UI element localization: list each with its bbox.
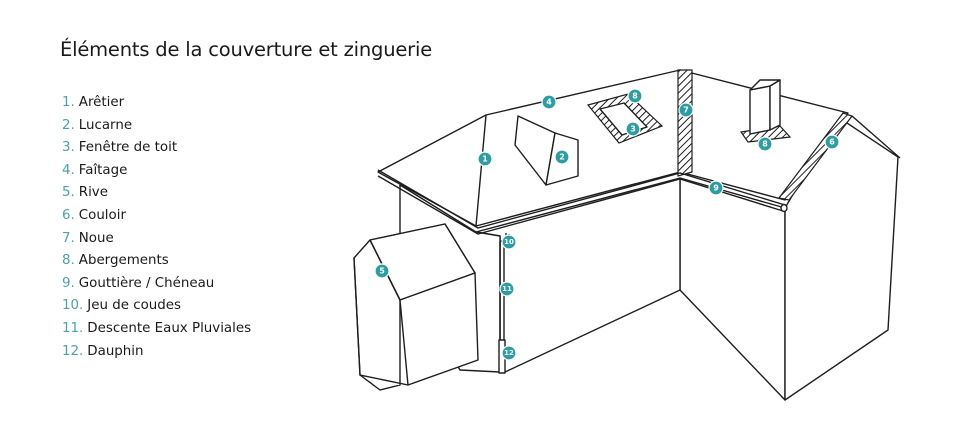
gutter-line [377,169,786,229]
legend-label: Faîtage [78,162,128,178]
badge-2-lucarne: 2 [554,149,570,165]
legend-item-descente: 11.Descente Eaux Pluviales [62,318,251,341]
legend-list: 1.Arêtier 2.Lucarne 3.Fenêtre de toit 4.… [62,92,251,363]
badge-4-faitage: 4 [541,94,557,110]
badge-7-noue: 7 [678,102,694,118]
svg-text:6: 6 [829,138,835,147]
svg-text:10: 10 [504,238,514,246]
legend-item-gouttiere: 9.Gouttière / Chéneau [62,273,251,296]
legend-label: Couloir [78,207,126,223]
diagram-title: Éléments de la couverture et zinguerie [60,38,433,61]
gutter-line-lower [377,175,784,235]
legend-label: Gouttière / Chéneau [78,275,215,291]
legend-item-faitage: 4.Faîtage [62,160,251,183]
legend-label: Dauphin [87,343,144,359]
badge-8-abergement-chimney: 8 [757,136,773,152]
legend-label: Descente Eaux Pluviales [87,320,252,336]
legend-number: 11. [62,320,84,336]
svg-text:12: 12 [504,349,514,357]
badge-8-abergement-skylight: 8 [627,88,643,104]
badge-9-gouttiere: 9 [708,180,724,196]
badge-5-rive: 5 [374,263,390,279]
annex [353,223,479,391]
legend-item-jeu-de-coudes: 10.Jeu de coudes [62,295,251,318]
legend-number: 5. [62,185,75,201]
badge-6-couloir: 6 [824,134,840,150]
legend-item-aretier: 1.Arêtier [62,92,251,115]
legend-item-abergements: 8.Abergements [62,250,251,273]
legend-item-noue: 7.Noue [62,228,251,251]
legend-number: 1. [62,95,75,110]
chimney-front [749,85,771,135]
legend-item-couloir: 6.Couloir [62,205,251,228]
badge-10-jeu-de-coudes: 10 [501,234,517,250]
chimney-side [769,79,781,131]
badge-12-dauphin: 12 [501,345,517,361]
legend-item-fenetre-de-toit: 3.Fenêtre de toit [62,137,251,160]
annex-front [399,272,479,386]
badge-11-descente: 11 [499,281,515,297]
hip-line [475,114,487,227]
legend-label: Fenêtre de toit [78,140,178,156]
legend-number: 12. [62,343,84,359]
legend-number: 4. [62,162,75,178]
badge-3-fenetre: 3 [625,121,641,137]
legend-label: Jeu de coudes [87,298,181,314]
svg-text:2: 2 [559,153,565,162]
legend-label: Lucarne [78,117,133,133]
chimney [739,79,792,143]
legend-label: Abergements [78,253,169,269]
legend-item-dauphin: 12.Dauphin [62,341,251,364]
legend-number: 3. [62,140,75,156]
gutters [377,169,788,235]
svg-text:11: 11 [502,285,512,293]
chimney-top [749,79,781,91]
legend-number: 2. [62,117,75,133]
legend-item-rive: 5.Rive [62,182,251,205]
legend-number: 9. [62,275,75,291]
right-wing [679,69,901,401]
main-roof [377,69,693,227]
svg-text:5: 5 [379,267,385,276]
legend-number: 6. [62,207,75,223]
svg-text:8: 8 [632,92,638,101]
legend-item-lucarne: 2.Lucarne [62,115,251,138]
legend-number: 7. [62,230,75,246]
legend-number: 10. [62,298,84,314]
legend-label: Rive [78,185,108,201]
svg-text:4: 4 [546,98,552,107]
svg-text:7: 7 [683,106,689,115]
noue-valley-strip [677,69,693,177]
legend-label: Arêtier [78,95,125,110]
svg-text:9: 9 [713,184,719,193]
badge-1-aretier: 1 [477,151,493,167]
legend-number: 8. [62,253,75,269]
svg-text:3: 3 [630,125,636,134]
right-wing-front-wall [679,177,786,401]
svg-text:1: 1 [482,155,488,164]
svg-text:8: 8 [762,140,768,149]
legend-label: Noue [78,230,114,246]
